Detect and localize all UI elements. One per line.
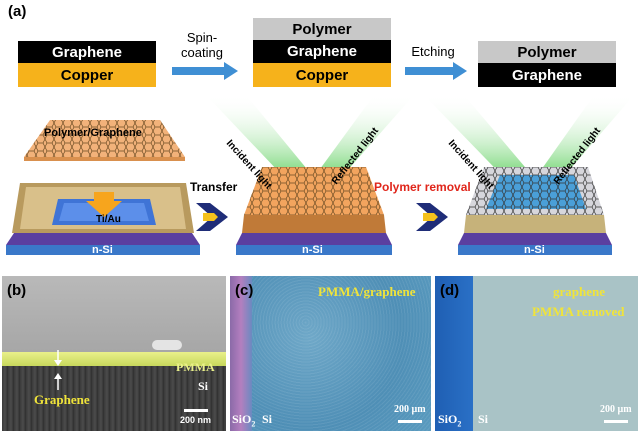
stack2-polymer-layer: Polymer bbox=[253, 18, 391, 40]
stack2-graphene-layer: Graphene bbox=[253, 40, 391, 63]
stack1-copper-layer: Copper bbox=[18, 63, 156, 87]
stack2-copper-layer: Copper bbox=[253, 63, 391, 87]
panel-label-c: (c) bbox=[235, 282, 253, 299]
optical-c-sio2-label: SiO2 bbox=[232, 412, 255, 428]
etching-arrow bbox=[405, 62, 467, 80]
sem-scale-bar bbox=[184, 409, 208, 412]
sem-scale-label: 200 nm bbox=[180, 415, 211, 425]
optical-c-label: PMMA/graphene bbox=[318, 284, 415, 300]
optical-d-si-label: Si bbox=[478, 412, 488, 427]
sio2-strip-c bbox=[230, 276, 252, 431]
optical-c-si-label: Si bbox=[262, 412, 272, 427]
transfer-label: Transfer bbox=[190, 180, 237, 194]
optical-d-label1: graphene bbox=[553, 284, 605, 300]
sem-si-label: Si bbox=[198, 379, 208, 394]
optical-d-scale-bar bbox=[604, 420, 628, 423]
optical-d-sio2-label: SiO2 bbox=[438, 412, 461, 428]
left-substrate-label: n-Si bbox=[92, 244, 113, 256]
film-label: Polymer/Graphene bbox=[44, 127, 142, 139]
transfer-arrow bbox=[196, 203, 228, 231]
panel-label-a: (a) bbox=[8, 3, 26, 20]
etching-label: Etching bbox=[400, 44, 466, 59]
spin-coating-arrow bbox=[172, 62, 238, 80]
stack3-polymer-layer: Polymer bbox=[478, 41, 616, 63]
middle-device bbox=[206, 95, 414, 255]
optical-d-label2: PMMA removed bbox=[532, 304, 625, 320]
removal-arrow bbox=[416, 203, 448, 231]
middle-substrate-label: n-Si bbox=[302, 244, 323, 256]
graphene-thickness-arrows bbox=[52, 350, 64, 390]
panel-label-b: (b) bbox=[7, 282, 26, 299]
right-device bbox=[424, 95, 634, 255]
contact-label: Ti/Au bbox=[96, 214, 121, 225]
optical-c-scale-label: 200 µm bbox=[394, 404, 426, 415]
stack3-graphene-layer: Graphene bbox=[478, 63, 616, 87]
sem-graphene-label: Graphene bbox=[34, 392, 90, 408]
optical-d-scale-label: 200 µm bbox=[600, 404, 632, 415]
spin-coating-label: Spin- coating bbox=[170, 30, 234, 60]
right-substrate-label: n-Si bbox=[524, 244, 545, 256]
sio2-strip-d bbox=[435, 276, 473, 431]
optical-c-scale-bar bbox=[398, 420, 422, 423]
sem-pmma-label: PMMA bbox=[176, 360, 215, 375]
stack1-graphene-layer: Graphene bbox=[18, 41, 156, 63]
panel-label-d: (d) bbox=[440, 282, 459, 299]
removal-label: Polymer removal bbox=[374, 180, 471, 194]
